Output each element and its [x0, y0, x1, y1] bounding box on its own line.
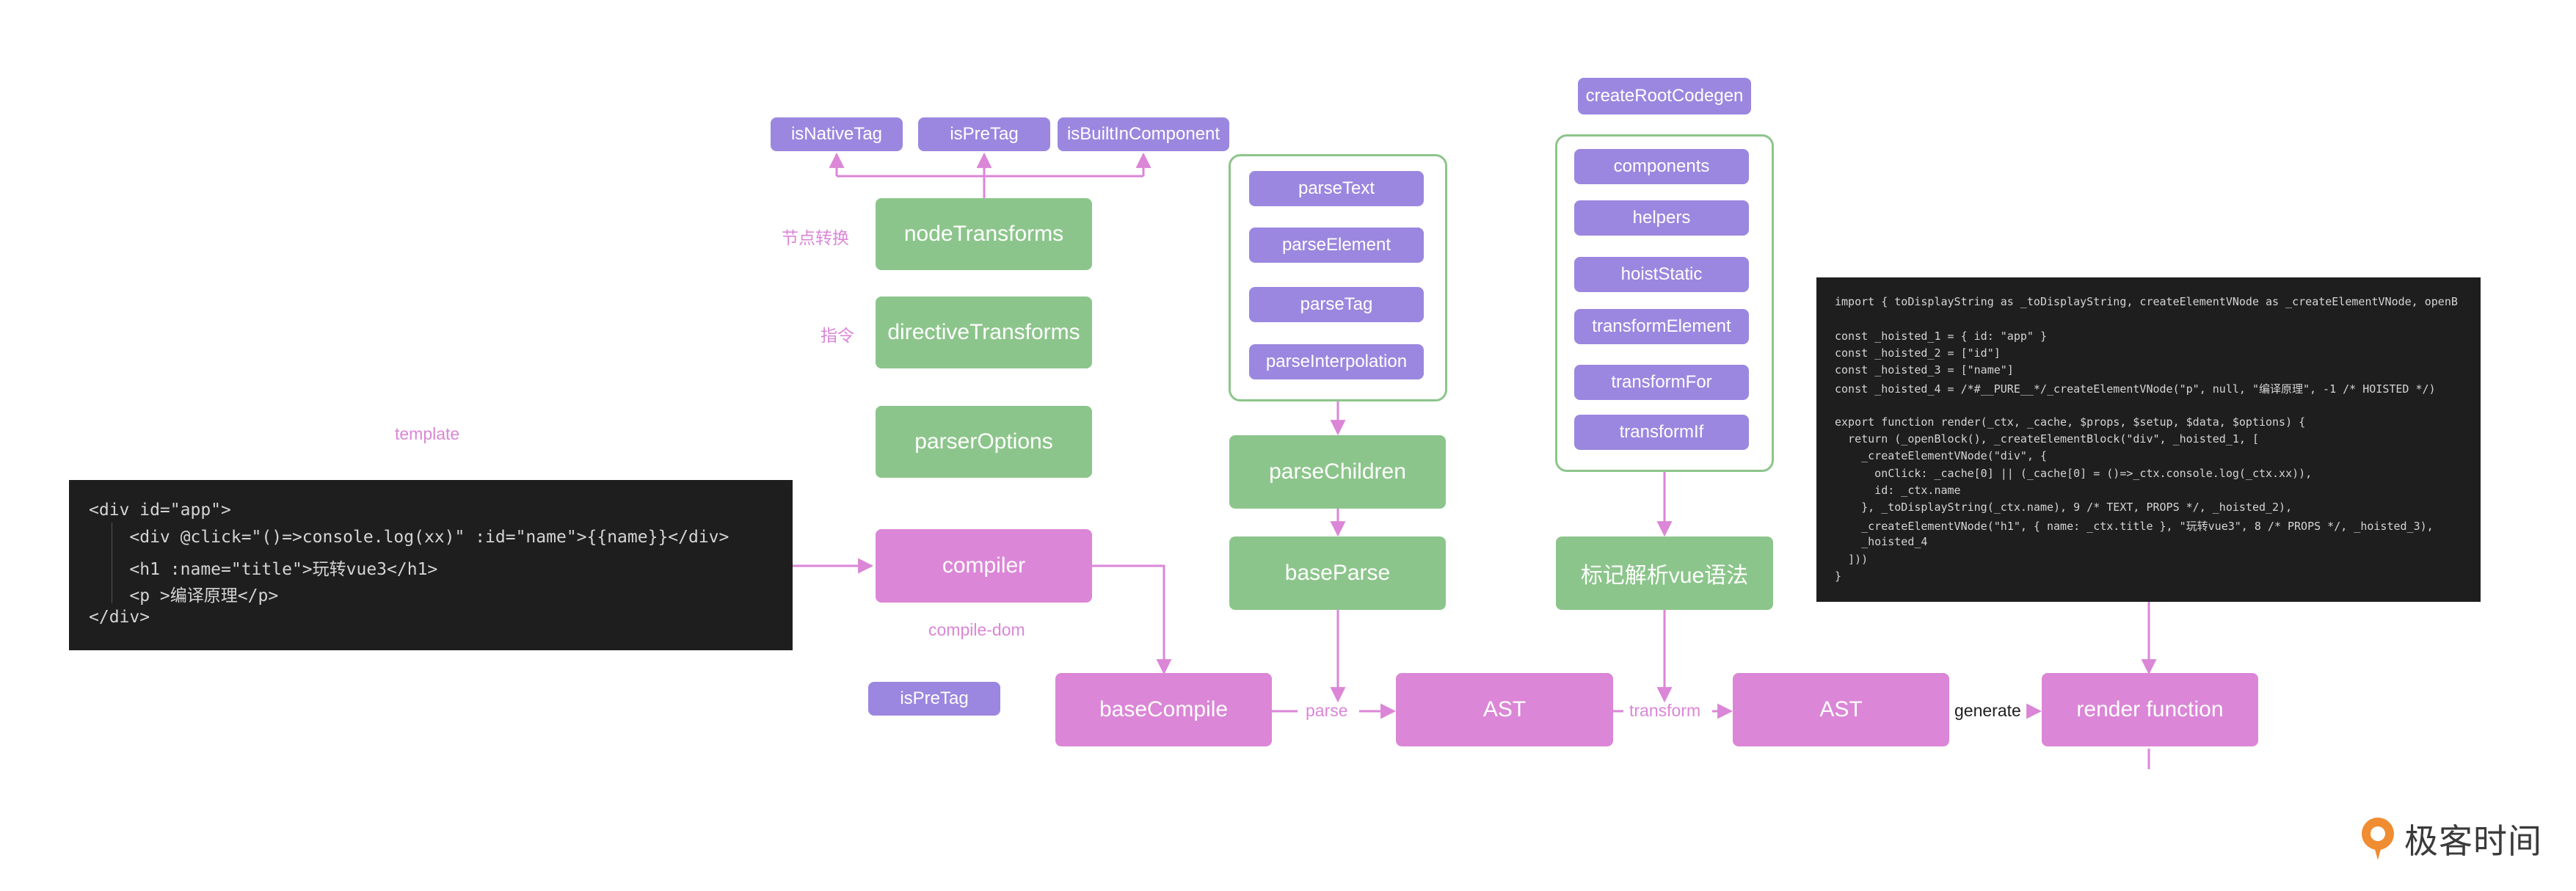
- template-code-line: <div @click="()=>console.log(xx)" :id="n…: [89, 528, 729, 547]
- transformElement-node: transformElement: [1574, 309, 1749, 344]
- parseChildren-node: parseChildren: [1229, 435, 1446, 509]
- render-code-line: _hoisted_4: [1835, 535, 1928, 548]
- render-code-line: const _hoisted_1 = { id: "app" }: [1835, 330, 2047, 343]
- template-label: template: [395, 424, 460, 443]
- template-code-line: <h1 :name="title">玩转vue3</h1>: [89, 560, 438, 579]
- directiveTransforms-node: directiveTransforms: [876, 297, 1092, 368]
- isNativeTag-node: isNativeTag: [771, 117, 903, 151]
- nodeTransforms-node: nodeTransforms: [876, 198, 1092, 270]
- parseInterpolation-node: parseInterpolation: [1249, 344, 1424, 379]
- baseCompile-node: baseCompile: [1055, 673, 1272, 746]
- render-code-block: import { toDisplayString as _toDisplaySt…: [1816, 277, 2481, 602]
- render-code-line: import { toDisplayString as _toDisplaySt…: [1835, 295, 2458, 308]
- render-function-node: render function: [2042, 673, 2258, 746]
- mark-vue-syntax-node: 标记解析vue语法: [1556, 537, 1773, 610]
- baseParse-node: baseParse: [1229, 537, 1446, 610]
- createRootCodegen-node: createRootCodegen: [1578, 78, 1751, 114]
- render-code-line: export function render(_ctx, _cache, $pr…: [1835, 415, 2306, 429]
- node-transform-cn-label: 节点转换: [782, 228, 849, 247]
- render-code-line: onClick: _cache[0] || (_cache[0] = ()=>_…: [1835, 467, 2313, 480]
- directive-cn-label: 指令: [821, 326, 854, 345]
- parserOptions-node: parserOptions: [876, 406, 1092, 478]
- render-code-line: const _hoisted_3 = ["name"]: [1835, 363, 2014, 377]
- render-code-line: return (_openBlock(), _createElementBloc…: [1835, 432, 2259, 446]
- compile-dom-label: compile-dom: [928, 620, 1025, 639]
- template-code-block: <div id="app"> <div @click="()=>console.…: [69, 480, 793, 650]
- render-code-line: _createElementVNode("h1", { name: _ctx.t…: [1835, 520, 2434, 533]
- ast-node-2: AST: [1733, 673, 1949, 746]
- transform-helpers-group: [1555, 134, 1774, 472]
- parseTag-node: parseTag: [1249, 287, 1424, 322]
- transformFor-node: transformFor: [1574, 365, 1749, 400]
- components-node: components: [1574, 149, 1749, 184]
- render-code-line: const _hoisted_4 = /*#__PURE__*/_createE…: [1835, 382, 2436, 396]
- isBuiltInComponent-node: isBuiltInComponent: [1058, 117, 1229, 151]
- helpers-node: helpers: [1574, 200, 1749, 236]
- hoistStatic-node: hoistStatic: [1574, 257, 1749, 292]
- ast-node-1: AST: [1396, 673, 1613, 746]
- brand-logo: 极客时间: [2357, 815, 2542, 863]
- render-code-line: _createElementVNode("div", {: [1835, 449, 2047, 462]
- generate-label: generate: [1954, 701, 2021, 720]
- render-code-line: }: [1835, 570, 1842, 583]
- isPreTag-top-node: isPreTag: [918, 117, 1050, 151]
- isPreTag-bottom-node: isPreTag: [868, 682, 1000, 716]
- parse-label: parse: [1306, 701, 1348, 720]
- template-code-line: <div id="app">: [89, 501, 231, 520]
- transform-label: transform: [1629, 701, 1701, 720]
- parseElement-node: parseElement: [1249, 228, 1424, 263]
- render-code-line: id: _ctx.name: [1835, 484, 1961, 497]
- transformIf-node: transformIf: [1574, 415, 1749, 450]
- template-code-line: </div>: [89, 608, 150, 627]
- render-code-line: ])): [1835, 553, 1869, 566]
- render-code-line: const _hoisted_2 = ["id"]: [1835, 346, 2001, 360]
- template-code-line: <p >编译原理</p>: [89, 586, 279, 605]
- edge-compiler-baseCompile: [1092, 564, 1172, 675]
- parse-helpers-group: [1229, 154, 1447, 401]
- render-code-line: }, _toDisplayString(_ctx.name), 9 /* TEX…: [1835, 501, 2293, 514]
- compiler-node: compiler: [876, 529, 1092, 603]
- brand-text: 极客时间: [2404, 822, 2542, 860]
- brand-mark-icon: [2362, 818, 2394, 860]
- parseText-node: parseText: [1249, 171, 1424, 206]
